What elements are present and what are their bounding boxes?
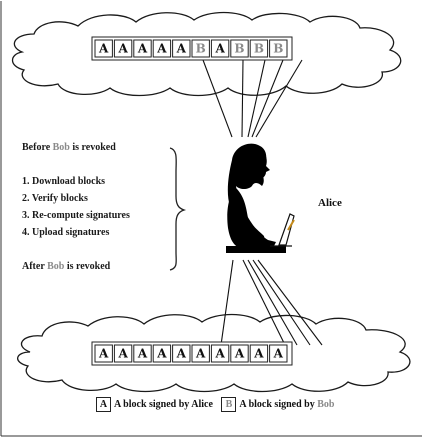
top-block-label: B — [254, 42, 264, 56]
bottom-block-label: A — [253, 347, 264, 361]
top-block — [152, 39, 172, 58]
before-prefix: Before — [22, 142, 53, 153]
top-block — [191, 39, 210, 58]
step-1: 1. Download blocks — [22, 176, 106, 187]
after-prefix: After — [22, 261, 48, 272]
top-block-label: A — [117, 42, 128, 56]
bottom-block — [269, 344, 288, 363]
top-block-label: A — [137, 42, 148, 56]
legend-box-b: B — [221, 397, 237, 412]
top-block — [172, 39, 191, 58]
bottom-block-label: A — [176, 347, 187, 361]
top-block — [230, 39, 249, 58]
bottom-block — [94, 344, 113, 363]
before-bob-name: Bob — [52, 142, 70, 153]
bottom-block-label: A — [98, 347, 109, 361]
bottom-block-label: A — [137, 347, 148, 361]
top-block — [269, 39, 288, 58]
legend-b-name: Bob — [317, 398, 335, 410]
bottom-connectors — [220, 259, 323, 346]
after-suffix: is revoked — [64, 261, 111, 272]
top-block-label: B — [234, 42, 244, 56]
bottom-block-label: A — [156, 347, 167, 361]
step-4: 4. Upload signatures — [22, 227, 110, 238]
top-block-label: B — [273, 42, 283, 56]
legend-b-text: A block signed by — [239, 398, 318, 410]
after-line: After Bob is revoked — [22, 261, 110, 272]
before-line: Before Bob is revoked — [22, 142, 116, 153]
bottom-block-label: A — [273, 347, 284, 361]
legend-a-name: Alice — [191, 398, 213, 410]
top-block-label: A — [98, 42, 109, 56]
top-block — [113, 39, 133, 58]
bottom-block-label: A — [195, 347, 206, 361]
steps-brace — [169, 147, 187, 271]
step-2: 2. Verify blocks — [22, 193, 88, 204]
bottom-block-label: A — [117, 347, 128, 361]
legend-box-a: A — [96, 397, 111, 412]
alice-silhouette — [226, 143, 286, 253]
before-suffix: is revoked — [69, 142, 116, 153]
bottom-block — [230, 344, 249, 363]
top-cloud — [11, 11, 402, 97]
bottom-block — [172, 344, 191, 363]
top-block-label: A — [214, 42, 225, 56]
bottom-block — [191, 344, 210, 363]
top-block — [210, 39, 230, 58]
bottom-block — [133, 344, 152, 363]
bottom-block — [152, 344, 172, 363]
laptop-icon — [270, 213, 295, 247]
top-block — [94, 39, 113, 58]
bottom-block — [210, 344, 230, 363]
bottom-block — [249, 344, 269, 363]
step-3: 3. Re-compute signatures — [22, 210, 130, 221]
legend-a-text: A block signed by — [114, 398, 192, 410]
bottom-cloud — [17, 313, 411, 393]
alice-label: Alice — [318, 197, 342, 209]
top-block-label: B — [196, 42, 206, 56]
top-block — [133, 39, 152, 58]
bottom-block-label: A — [234, 347, 245, 361]
top-connectors — [202, 59, 303, 138]
bottom-block — [113, 344, 133, 363]
top-block-label: A — [176, 42, 187, 56]
after-bob-name: Bob — [47, 261, 65, 272]
top-block — [249, 39, 269, 58]
top-block-label: A — [156, 42, 167, 56]
bottom-block-label: A — [214, 347, 225, 361]
